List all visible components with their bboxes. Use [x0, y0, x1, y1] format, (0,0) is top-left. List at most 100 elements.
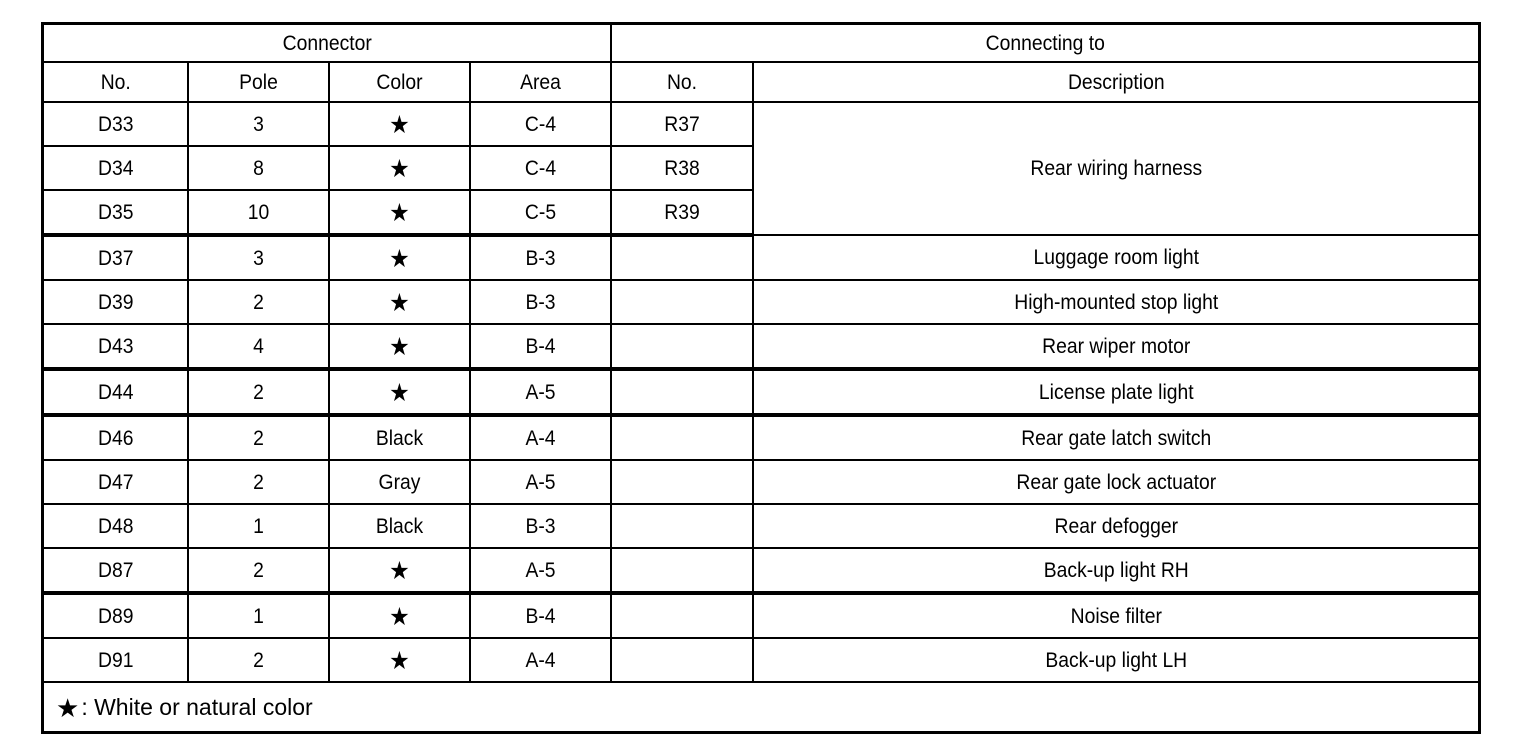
cell-connector-no: D87	[47, 547, 183, 595]
cell-connecting-no	[615, 592, 748, 639]
footnote-text: : White or natural color	[81, 693, 313, 720]
cell-color: ★	[333, 368, 465, 417]
star-icon: ★	[388, 646, 410, 675]
cell-description: Back-up light LH	[780, 637, 1452, 683]
star-icon: ★	[388, 110, 410, 139]
cell-connector-no: D34	[47, 145, 183, 191]
column-header-row: No. Pole Color Area No. Description	[43, 61, 1480, 103]
group-header-connector: Connector	[64, 22, 589, 63]
cell-connector-no: D43	[47, 323, 183, 371]
cell-pole: 2	[192, 637, 324, 683]
cell-color: ★	[333, 101, 465, 147]
cell-area: A-4	[474, 637, 606, 683]
cell-connecting-no	[615, 547, 748, 595]
table-foot: ★ : White or natural color	[41, 681, 1481, 734]
star-icon: ★	[388, 602, 410, 631]
cell-area: B-3	[474, 279, 606, 325]
cell-description: Rear wiring harness	[780, 101, 1452, 236]
cell-description: Luggage room light	[780, 234, 1452, 281]
cell-color: ★	[333, 279, 465, 325]
cell-description: High-mounted stop light	[780, 279, 1452, 325]
cell-connecting-no: R39	[615, 189, 748, 237]
cell-connecting-no	[615, 323, 748, 371]
cell-area: B-4	[474, 323, 606, 371]
cell-pole: 2	[192, 459, 324, 505]
cell-area: A-4	[474, 414, 606, 461]
cell-pole: 2	[192, 547, 324, 595]
cell-description: Rear defogger	[780, 503, 1452, 549]
group-header-row: Connector Connecting to	[43, 22, 1480, 63]
cell-connector-no: D91	[47, 637, 183, 683]
cell-area: C-4	[474, 145, 606, 191]
cell-area: C-4	[474, 101, 606, 147]
cell-connecting-no	[615, 368, 748, 417]
cell-area: B-4	[474, 592, 606, 639]
column-header-pole: Pole	[192, 61, 324, 103]
star-icon: ★	[388, 332, 410, 361]
cell-color: ★	[333, 189, 465, 237]
cell-area: B-3	[474, 234, 606, 281]
cell-connecting-no: R37	[615, 101, 748, 147]
cell-description: Rear gate latch switch	[780, 414, 1452, 461]
cell-pole: 8	[192, 145, 324, 191]
star-icon: ★	[388, 556, 410, 585]
cell-area: A-5	[474, 459, 606, 505]
cell-connecting-no: R38	[615, 145, 748, 191]
column-header-connecting-no: No.	[615, 61, 748, 103]
cell-connector-no: D33	[47, 101, 183, 147]
star-icon: ★	[388, 288, 410, 317]
cell-color: ★	[333, 592, 465, 639]
cell-description: Rear wiper motor	[780, 323, 1452, 371]
cell-pole: 2	[192, 368, 324, 417]
cell-color: ★	[333, 547, 465, 595]
cell-description: License plate light	[780, 368, 1452, 417]
cell-connector-no: D47	[47, 459, 183, 505]
column-header-connector-no: No.	[47, 61, 183, 103]
cell-area: C-5	[474, 189, 606, 237]
cell-connecting-no	[615, 459, 748, 505]
cell-pole: 3	[192, 101, 324, 147]
cell-color: ★	[333, 234, 465, 281]
cell-pole: 3	[192, 234, 324, 281]
star-icon: ★	[388, 198, 410, 227]
cell-connector-no: D39	[47, 279, 183, 325]
connector-table: Connector Connecting to No. Pole Color A…	[41, 22, 1482, 734]
cell-connecting-no	[615, 503, 748, 549]
column-header-description: Description	[780, 61, 1452, 103]
cell-connecting-no	[615, 414, 748, 461]
star-icon: ★	[388, 244, 410, 273]
cell-color: ★	[333, 323, 465, 371]
star-icon: ★	[388, 154, 410, 183]
cell-color: Gray	[333, 459, 465, 505]
cell-pole: 1	[192, 503, 324, 549]
cell-pole: 2	[192, 279, 324, 325]
cell-connector-no: D44	[47, 368, 183, 417]
cell-color: Black	[333, 503, 465, 549]
cell-connecting-no	[615, 637, 748, 683]
cell-pole: 10	[192, 189, 324, 237]
cell-connector-no: D48	[47, 503, 183, 549]
cell-connector-no: D89	[47, 592, 183, 639]
cell-connecting-no	[615, 234, 748, 281]
cell-description: Noise filter	[780, 592, 1452, 639]
column-header-color: Color	[333, 61, 465, 103]
table-head: Connector Connecting to No. Pole Color A…	[43, 22, 1480, 103]
page-root: Connector Connecting to No. Pole Color A…	[41, 22, 1482, 734]
cell-area: A-5	[474, 547, 606, 595]
star-icon: ★	[388, 378, 410, 407]
star-icon: ★	[56, 693, 80, 723]
cell-pole: 1	[192, 592, 324, 639]
connector-table-container: Connector Connecting to No. Pole Color A…	[41, 22, 1482, 734]
